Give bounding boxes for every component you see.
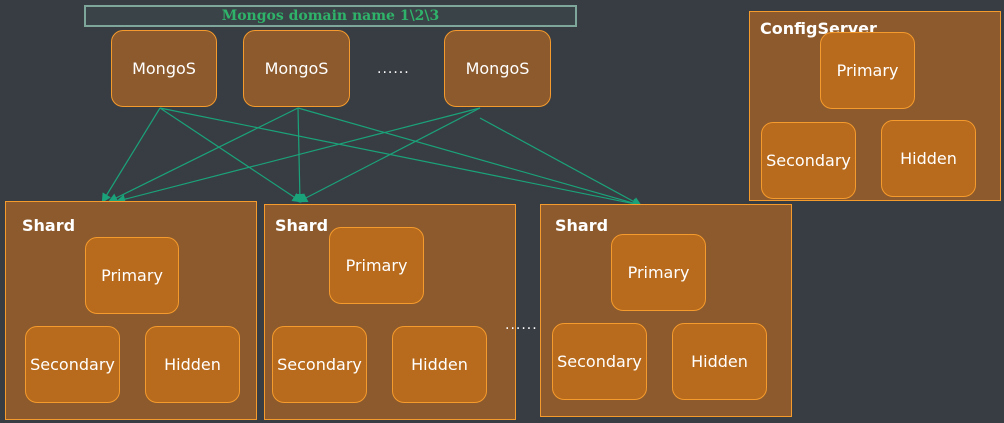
hidden-node: Hidden	[145, 326, 240, 403]
shard-title: Shard	[555, 216, 609, 235]
mongos-domain-name-bar: Mongos domain name 1\2\3	[84, 5, 577, 27]
mongos-router-1: MongoS	[111, 30, 217, 107]
hidden-label: Hidden	[164, 355, 221, 374]
secondary-node: Secondary	[272, 326, 367, 403]
primary-label: Primary	[836, 61, 899, 80]
connector-mongos2-shard3	[297, 107, 643, 208]
shard-1: Shard Primary Secondary Hidden	[5, 201, 257, 420]
hidden-label: Hidden	[900, 149, 957, 168]
mongos-label: MongoS	[264, 59, 329, 78]
shard-ellipsis: ......	[505, 317, 538, 333]
hidden-label: Hidden	[411, 355, 468, 374]
mongos-label: MongoS	[465, 59, 530, 78]
hidden-node: Hidden	[392, 326, 487, 403]
connector-mongos1-shard1	[101, 107, 161, 204]
primary-label: Primary	[101, 266, 163, 285]
connector-mongos3-shard2	[297, 107, 481, 203]
connector-mongos3-shard1	[115, 107, 481, 204]
shard-3: Shard Primary Secondary Hidden	[540, 204, 792, 417]
connector-mongos2-shard1	[107, 107, 299, 203]
config-server: ConfigServer Primary Secondary Hidden	[749, 11, 1001, 201]
secondary-label: Secondary	[277, 355, 362, 374]
shard-2: Shard Primary Secondary Hidden	[264, 204, 516, 420]
primary-node: Primary	[820, 32, 915, 109]
hidden-node: Hidden	[672, 323, 767, 400]
shard-title: Shard	[22, 216, 76, 235]
mongos-router-3: MongoS	[444, 30, 551, 107]
secondary-node: Secondary	[25, 326, 120, 403]
mongos-label: MongoS	[132, 59, 196, 78]
hidden-node: Hidden	[881, 120, 976, 197]
secondary-label: Secondary	[557, 352, 642, 371]
mongos-router-2: MongoS	[243, 30, 350, 107]
secondary-node: Secondary	[761, 122, 856, 199]
primary-label: Primary	[345, 256, 408, 275]
primary-node: Primary	[611, 234, 706, 311]
primary-node: Primary	[329, 227, 424, 304]
connector-mongos1-shard3	[159, 107, 643, 209]
connector-mongos3-shard3	[479, 117, 643, 207]
mongos-ellipsis: ......	[377, 61, 410, 77]
secondary-label: Secondary	[766, 151, 851, 170]
secondary-node: Secondary	[552, 323, 647, 400]
primary-label: Primary	[627, 263, 690, 282]
shard-title: Shard	[275, 216, 329, 235]
hidden-label: Hidden	[691, 352, 748, 371]
primary-node: Primary	[85, 237, 179, 314]
secondary-label: Secondary	[30, 355, 115, 374]
connector-mongos1-shard2	[159, 107, 302, 203]
mongos-domain-name-label: Mongos domain name 1\2\3	[221, 8, 440, 24]
